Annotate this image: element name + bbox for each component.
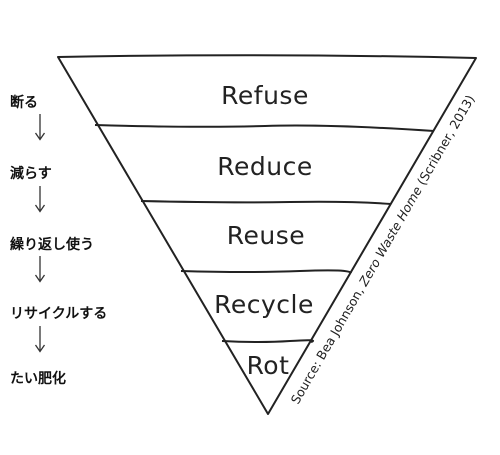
source-note: Source: Bea Johnson, Zero Waste Home (Sc… [288,92,478,406]
step-recycle-ja: リサイクルする [10,306,108,322]
step-rot-ja: たい肥化 [10,371,66,387]
tier-divider-3 [180,269,352,274]
step-reduce-ja: 減らす [10,166,52,182]
tier-label-reduce: Reduce [217,152,312,181]
tier-label-reuse: Reuse [227,221,305,250]
tier-label-rot: Rot [247,351,290,380]
down-arrow-icon [34,186,46,213]
down-arrow-icon [34,326,46,353]
tier-divider-4 [221,339,315,343]
step-refuse-ja: 断る [10,95,38,111]
down-arrow-icon [34,256,46,283]
tier-label-recycle: Recycle [214,290,314,319]
source-book-title: Zero Waste Home [355,183,425,289]
tier-label-refuse: Refuse [221,81,309,110]
source-suffix: (Scribner, 2013) [412,92,478,191]
step-reuse-ja: 繰り返し使う [10,237,94,253]
tier-divider-1 [94,124,435,132]
down-arrow-icon [34,114,46,141]
pyramid-outline [57,54,477,415]
tier-divider-2 [140,200,392,205]
